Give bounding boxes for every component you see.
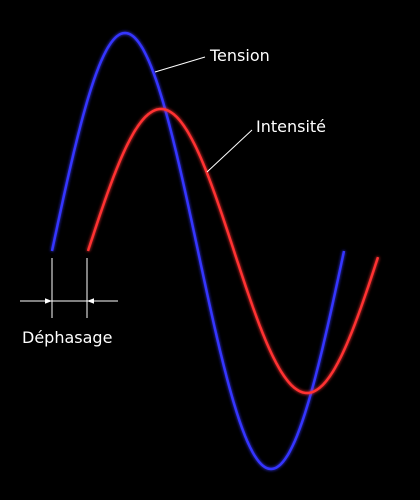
current-leader-line [206, 129, 253, 173]
phase-shift-marker [20, 258, 118, 318]
current-label: Intensité [256, 117, 326, 136]
current-curve [86, 107, 380, 395]
phase-shift-label: Déphasage [22, 328, 112, 347]
voltage-curve [50, 31, 346, 471]
voltage-label: Tension [209, 46, 270, 65]
voltage-leader-line [154, 56, 206, 73]
